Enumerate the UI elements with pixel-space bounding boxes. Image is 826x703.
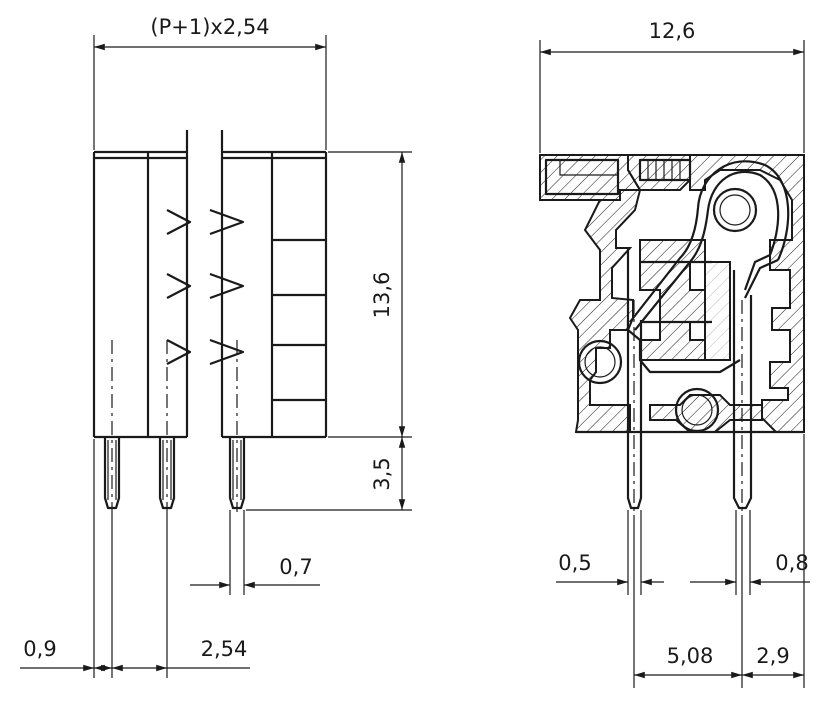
side-section-view [539,154,805,515]
section-holes [577,187,758,433]
dim-pitch: 2,54 [201,637,248,661]
side-dimensions: 12,6 0,5 0,8 5,08 2,9 [539,19,810,688]
dim-top-width: (P+1)x2,54 [150,15,269,39]
front-dimensions: (P+1)x2,54 13,6 3,5 0,7 0,9 2,54 [20,15,412,678]
front-pins [103,437,246,510]
dim-pin-width-side-left: 0,5 [558,551,591,575]
dim-pin-width-front: 0,7 [279,555,312,579]
dim-edge-offset: 0,9 [23,637,56,661]
dim-pin-to-edge: 2,9 [756,644,789,668]
front-view [92,130,328,512]
dim-pin-width-side-right: 0,8 [775,551,808,575]
dim-right-width: 12,6 [649,19,696,43]
dim-pin-length: 3,5 [370,457,394,490]
dim-body-height: 13,6 [370,272,394,319]
dim-pin-spacing: 5,08 [667,644,714,668]
